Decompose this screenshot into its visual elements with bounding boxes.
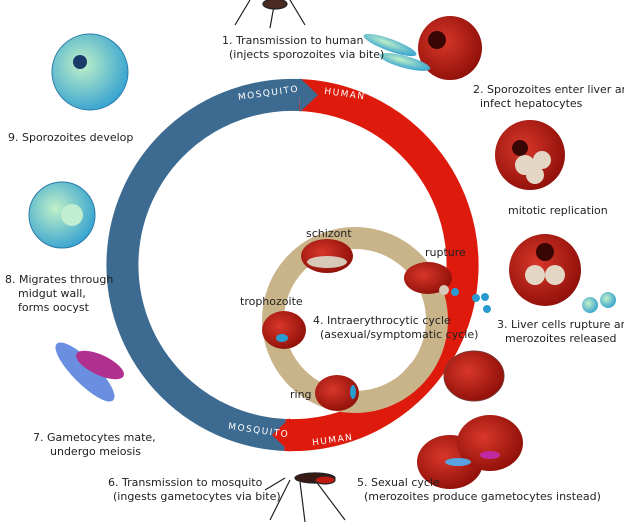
sporozoites-icon [363, 33, 431, 71]
rupture-cell [404, 262, 459, 296]
mosquito-icon-top [234, 0, 306, 29]
schizont-label: schizont [306, 227, 352, 240]
mosquito-icon-bottom [264, 472, 346, 523]
ring-label: ring [290, 388, 312, 401]
outer-cycle-ring [106, 78, 479, 452]
schizont-cell [301, 239, 353, 273]
rupture-label: rupture [425, 246, 466, 259]
hepatocyte-cell [418, 16, 482, 80]
oocyst-cell [28, 181, 96, 249]
ring-stage-cell [315, 375, 359, 411]
oocyst-sporozoites-cell [51, 33, 129, 111]
mosquito-arc [106, 78, 301, 451]
infected-rbc [443, 350, 505, 402]
human-arrow-top [300, 78, 318, 112]
trophozoite-label: trophozoite [240, 295, 303, 308]
gametocytes-mating-icon [55, 342, 124, 402]
trophozoite-cell [262, 311, 306, 349]
gametocyte-rbcs [417, 415, 523, 489]
step-1-label: 1. Transmission to human(injects sporozo… [222, 34, 384, 61]
step-7-label: 7. Gametocytes mate,undergo meiosis [33, 431, 156, 458]
ruptured-liver-cell [509, 234, 616, 313]
liver-replication-cell [495, 120, 565, 190]
step-6-label: 6. Transmission to mosquito(ingests game… [108, 476, 281, 503]
step-5-label: 5. Sexual cycle(merozoites produce gamet… [357, 476, 601, 503]
step-9-label: 9. Sporozoites develop [8, 131, 133, 144]
human-arc [284, 79, 479, 452]
mitotic-replication-label: mitotic replication [508, 204, 608, 217]
step-4-label: 4. Intraerythrocytic cycle(asexual/sympt… [313, 314, 478, 341]
human-arrow-bottom [272, 418, 290, 452]
merozoites-icon [472, 293, 491, 313]
